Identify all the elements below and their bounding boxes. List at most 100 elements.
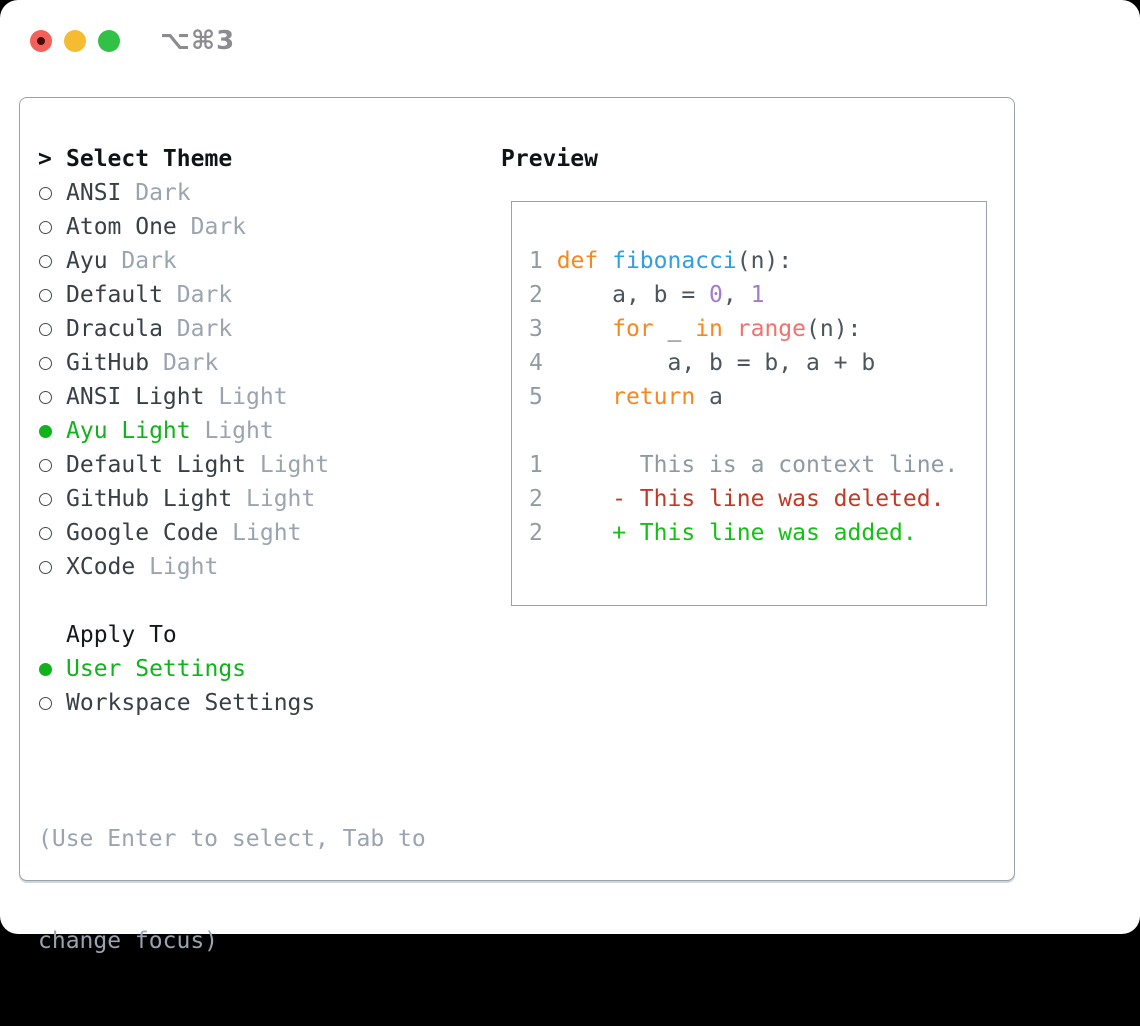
zoom-button[interactable] bbox=[98, 30, 120, 52]
spacer bbox=[38, 584, 426, 618]
code-token: 1 bbox=[750, 282, 765, 308]
code-token: _ bbox=[653, 316, 696, 342]
unsaved-dot-icon bbox=[37, 37, 45, 45]
code-token: a bbox=[695, 384, 723, 410]
theme-option[interactable]: Ayu Dark bbox=[38, 244, 426, 278]
option-label: User Settings bbox=[66, 656, 247, 682]
option-variant-label: Dark bbox=[162, 316, 233, 342]
option-label: Ayu bbox=[66, 248, 108, 274]
radio-selected-icon bbox=[39, 662, 52, 676]
option-label: ANSI Light bbox=[66, 384, 205, 410]
code-token: - This line was deleted. bbox=[556, 486, 945, 512]
apply-to-option[interactable]: User Settings bbox=[38, 652, 426, 686]
marker bbox=[38, 560, 66, 574]
line-number: 5 bbox=[529, 384, 557, 410]
select-theme-title: Select Theme bbox=[66, 146, 233, 172]
code-token: This is a context line. bbox=[556, 452, 959, 478]
close-button[interactable] bbox=[30, 30, 52, 52]
radio-icon bbox=[39, 220, 52, 234]
code-token: + This line was added. bbox=[556, 520, 917, 546]
focus-caret-icon: > bbox=[38, 146, 52, 172]
code-line: 4 a, b = b, a + b bbox=[529, 346, 986, 380]
radio-icon bbox=[39, 186, 52, 200]
select-theme-header: > Select Theme bbox=[38, 142, 426, 176]
window-titlebar: ⌥⌘3 bbox=[30, 26, 235, 56]
radio-icon bbox=[39, 458, 52, 472]
theme-option[interactable]: Default Light Light bbox=[38, 448, 426, 482]
code-token bbox=[557, 316, 612, 342]
marker bbox=[38, 424, 66, 438]
code-token bbox=[557, 384, 612, 410]
line-number: 4 bbox=[529, 350, 557, 376]
theme-option[interactable]: GitHub Dark bbox=[38, 346, 426, 380]
theme-option[interactable]: Dracula Dark bbox=[38, 312, 426, 346]
radio-icon bbox=[39, 560, 52, 574]
theme-option[interactable]: Default Dark bbox=[38, 278, 426, 312]
code-line: 2 + This line was added. bbox=[529, 516, 986, 550]
theme-option[interactable]: ANSI Light Light bbox=[38, 380, 426, 414]
code-line: 3 for _ in range(n): bbox=[529, 312, 986, 346]
radio-icon bbox=[39, 696, 52, 710]
option-variant-label: Dark bbox=[149, 350, 219, 376]
code-token: a, b = b, a + b bbox=[556, 350, 876, 376]
code-token: for bbox=[612, 316, 654, 342]
option-label: ANSI bbox=[66, 180, 122, 206]
theme-option[interactable]: Google Code Light bbox=[38, 516, 426, 550]
option-label: GitHub bbox=[66, 350, 150, 376]
option-variant-label: Dark bbox=[107, 248, 177, 274]
line-number: 2 bbox=[529, 282, 557, 308]
option-label: Atom One bbox=[66, 214, 177, 240]
theme-option[interactable]: XCode Light bbox=[38, 550, 426, 584]
apply-to-header: Apply To bbox=[38, 618, 426, 652]
code-token: in bbox=[695, 316, 723, 342]
marker bbox=[38, 220, 66, 234]
line-number: 1 bbox=[529, 452, 557, 478]
code-token: , bbox=[722, 282, 751, 308]
theme-option[interactable]: Atom One Dark bbox=[38, 210, 426, 244]
apply-to-option[interactable]: Workspace Settings bbox=[38, 686, 426, 720]
code-token: a, b = bbox=[556, 282, 710, 308]
line-number: 3 bbox=[529, 316, 557, 342]
spacer bbox=[38, 720, 426, 754]
option-variant-label: Light bbox=[232, 486, 316, 512]
marker bbox=[38, 662, 66, 676]
marker bbox=[38, 356, 66, 370]
radio-icon bbox=[39, 322, 52, 336]
code-line: 1 This is a context line. bbox=[529, 448, 986, 482]
code-token: return bbox=[612, 384, 696, 410]
option-label: Google Code bbox=[66, 520, 219, 546]
line-number: 1 bbox=[529, 248, 557, 274]
option-variant-label: Dark bbox=[176, 214, 247, 240]
marker bbox=[38, 390, 66, 404]
marker bbox=[38, 322, 66, 336]
code-line: 5 return a bbox=[529, 380, 986, 414]
help-text-line: change focus) bbox=[38, 928, 219, 954]
theme-option[interactable]: GitHub Light Light bbox=[38, 482, 426, 516]
code-line: 1 def fibonacci(n): bbox=[529, 244, 986, 278]
marker bbox=[38, 458, 66, 472]
option-variant-label: Dark bbox=[121, 180, 191, 206]
desktop: { "titlebar": { "shortcut": "⌥⌘3" }, "se… bbox=[0, 0, 1140, 954]
option-label: Default bbox=[66, 282, 163, 308]
code-token: (n): bbox=[806, 316, 862, 342]
radio-icon bbox=[39, 288, 52, 302]
line-number bbox=[529, 418, 543, 444]
theme-option[interactable]: ANSI Dark bbox=[38, 176, 426, 210]
radio-selected-icon bbox=[39, 424, 52, 438]
help-text: (Use Enter to select, Tab to change focu… bbox=[38, 754, 426, 1026]
option-variant-label: Light bbox=[246, 452, 330, 478]
theme-option[interactable]: Ayu Light Light bbox=[38, 414, 426, 448]
option-label: XCode bbox=[66, 554, 136, 580]
option-variant-label: Light bbox=[204, 384, 288, 410]
radio-icon bbox=[39, 526, 52, 540]
marker bbox=[38, 526, 66, 540]
option-label: GitHub Light bbox=[66, 486, 233, 512]
minimize-button[interactable] bbox=[64, 30, 86, 52]
option-label: Workspace Settings bbox=[66, 690, 316, 716]
option-variant-label: Light bbox=[135, 554, 219, 580]
